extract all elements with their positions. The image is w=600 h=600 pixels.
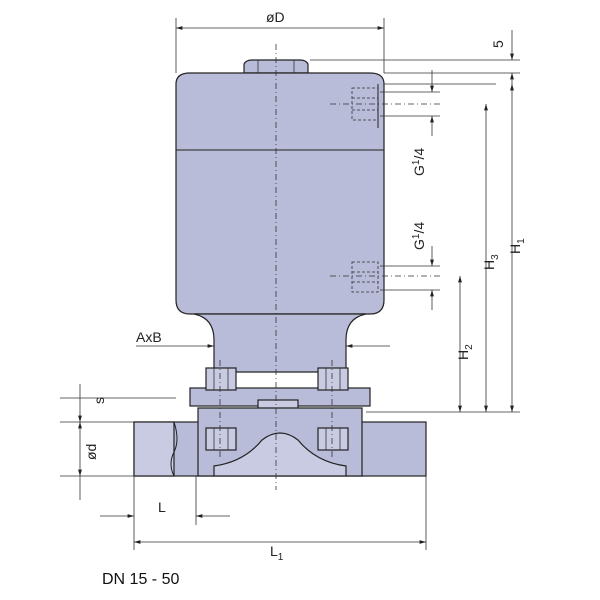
label-diameter-D: øD xyxy=(266,9,285,25)
center-lines xyxy=(219,44,440,490)
label-H3: H3 xyxy=(481,254,501,270)
label-diameter-d: ød xyxy=(83,444,99,460)
label-H2: H2 xyxy=(455,344,475,360)
actuator-housing xyxy=(175,59,385,315)
valve-yoke xyxy=(189,313,371,413)
label-L: L xyxy=(158,499,166,515)
caption-size-range: DN 15 - 50 xyxy=(102,571,179,588)
label-port-upper: G1/4 xyxy=(411,148,427,176)
label-L1: L1 xyxy=(270,543,284,563)
valve-body xyxy=(133,407,427,477)
label-port-lower: G1/4 xyxy=(411,222,427,250)
label-AxB: AxB xyxy=(136,329,162,345)
dimension-lines xyxy=(60,18,520,550)
label-s: s xyxy=(91,397,107,404)
label-H1: H1 xyxy=(507,238,527,254)
label-dim-5: 5 xyxy=(490,40,506,48)
